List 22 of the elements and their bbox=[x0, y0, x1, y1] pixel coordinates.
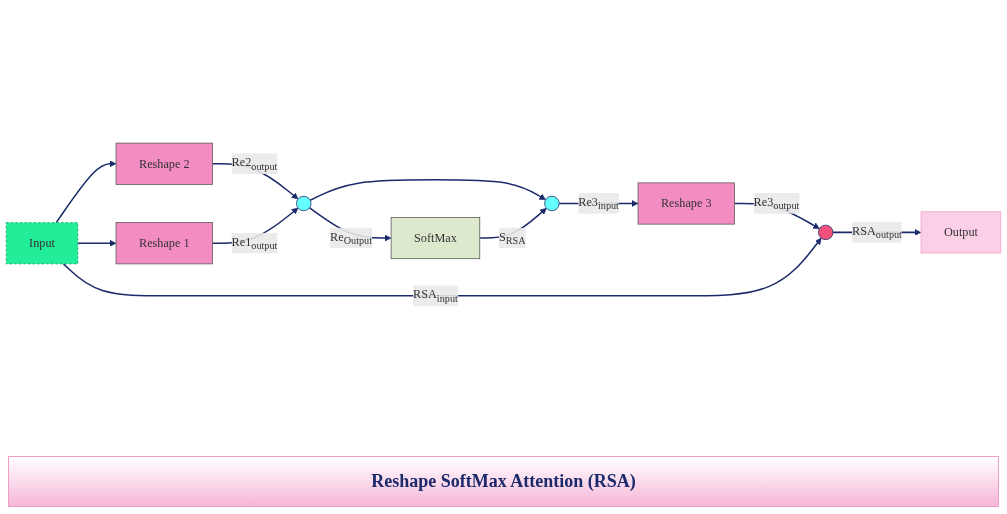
node-box: Reshape 3 bbox=[637, 182, 735, 225]
edge-label: RSA$_{output}$ bbox=[852, 224, 902, 241]
edge-label: Re1$_{output}$ bbox=[231, 235, 278, 252]
arrow bbox=[309, 179, 546, 202]
node-circle bbox=[818, 225, 834, 241]
node-box: Reshape 1 bbox=[115, 222, 213, 265]
node-circle bbox=[544, 196, 560, 212]
edge-label: Re3$_{input}$ bbox=[578, 195, 619, 212]
edge-label: Re$_{Output}$ bbox=[330, 230, 372, 247]
edge-label: Re3$_{output}$ bbox=[753, 195, 800, 212]
node-box: Input bbox=[5, 222, 79, 265]
arrow bbox=[62, 238, 822, 297]
node-circle bbox=[296, 196, 312, 212]
arrow bbox=[55, 160, 117, 224]
node-box: Reshape 2 bbox=[115, 143, 213, 186]
arrow bbox=[77, 240, 117, 247]
edge-label: RSA$_{input}$ bbox=[413, 288, 458, 305]
node-box: Output bbox=[920, 211, 1002, 254]
caption-banner: Reshape SoftMax Attention (RSA) bbox=[8, 456, 999, 507]
edge-label: S$_{RSA}$ bbox=[498, 230, 526, 247]
node-box: SoftMax bbox=[390, 217, 481, 260]
edge-label: Re2$_{output}$ bbox=[231, 155, 278, 173]
